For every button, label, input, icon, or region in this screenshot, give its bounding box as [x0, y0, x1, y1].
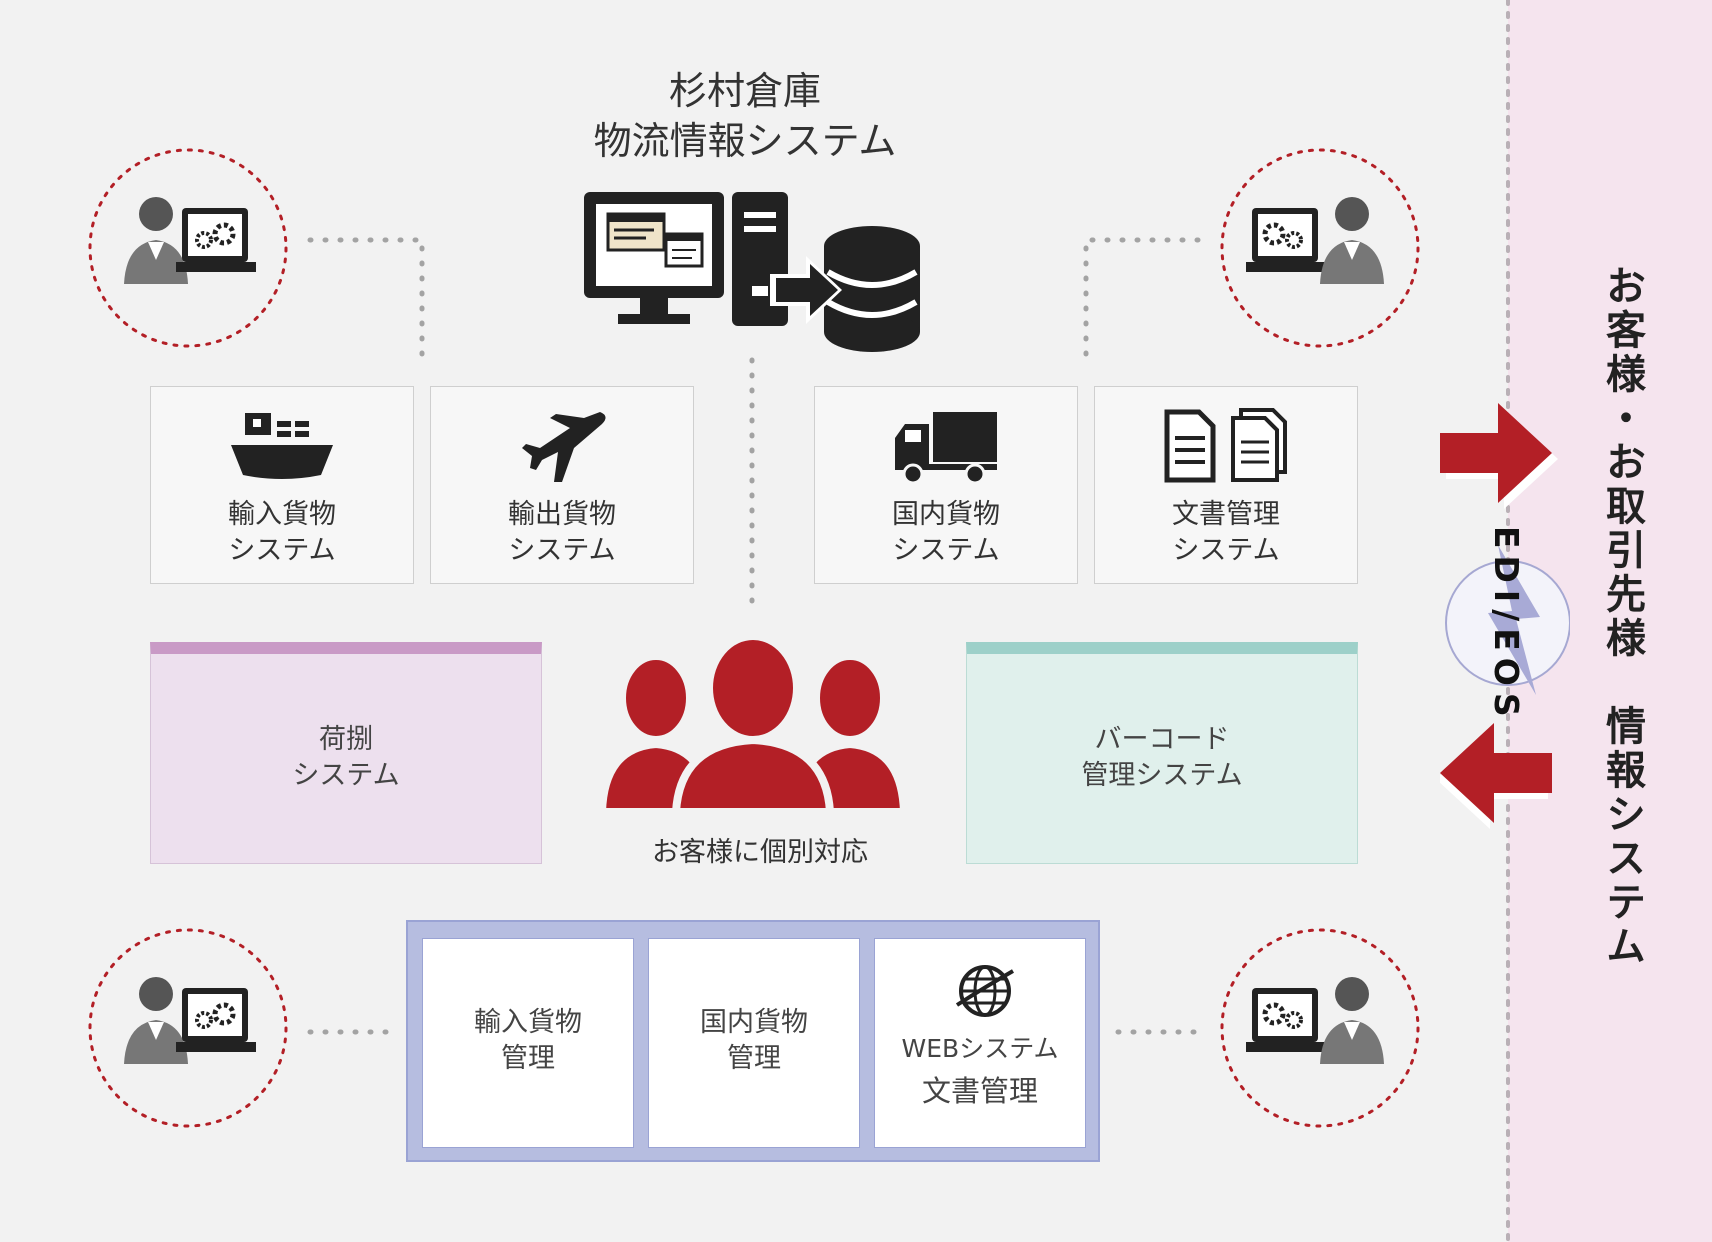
cargo-handling-label: 荷捌 システム [292, 724, 400, 791]
page-title: 杉村倉庫 物流情報システム [540, 66, 950, 166]
web-box-document-management: WEBシステム 文書管理 [874, 938, 1086, 1148]
system-box-export-cargo: 輸出貨物 システム [430, 386, 694, 584]
web-box-domestic-cargo: 国内貨物 管理 [648, 938, 860, 1148]
customer-group-icon [598, 636, 908, 816]
panel-divider [1506, 0, 1510, 1242]
barcode-management-label: バーコード 管理システム [1081, 724, 1243, 791]
cargo-handling-system-box: 荷捌 システム [150, 642, 542, 864]
edi-exchange-graphic [1440, 403, 1570, 829]
globe-icon [955, 965, 1014, 1017]
system-box-domestic-cargo: 国内貨物 システム [814, 386, 1078, 584]
system-label: 輸入貨物 システム [228, 499, 336, 566]
computer-server-database-icon [584, 192, 920, 352]
title-line-2: 物流情報システム [593, 119, 897, 163]
web-box-import-cargo: 輸入貨物 管理 [422, 938, 634, 1148]
system-box-import-cargo: 輸入貨物 システム [150, 386, 414, 584]
customer-web-services-frame: 輸入貨物 管理 国内貨物 管理 WEBシステム 文書管理 [406, 920, 1100, 1162]
web-box-label: 文書管理 [921, 1074, 1038, 1108]
truck-icon [891, 403, 1001, 489]
system-label: 輸出貨物 システム [508, 499, 616, 566]
edi-eos-label: EDI/EOS [1487, 526, 1526, 724]
system-box-document-management: 文書管理 システム [1094, 386, 1358, 584]
documents-icon [1161, 403, 1291, 489]
individual-support-caption: お客様に個別対応 [652, 837, 868, 868]
barcode-management-system-box: バーコード 管理システム [966, 642, 1358, 864]
operator-icon-top-left [88, 148, 288, 348]
title-line-1: 杉村倉庫 [668, 69, 821, 113]
lightning-icon [1488, 545, 1540, 695]
ship-icon [227, 403, 337, 489]
web-system-label: WEBシステム [901, 1034, 1059, 1063]
airplane-icon [514, 403, 610, 489]
system-label: 国内貨物 システム [892, 499, 1000, 566]
connector-lines [307, 237, 1201, 1035]
arrow-left-icon [1440, 723, 1552, 829]
web-box-label: 国内貨物 管理 [700, 1007, 808, 1074]
operator-icon-bottom-left [88, 928, 288, 1128]
operator-icon-bottom-right [1220, 928, 1420, 1128]
arrow-right-icon [1440, 403, 1558, 509]
partner-system-title: お客様・お取引先様 情報システム [1599, 265, 1645, 969]
web-box-label: 輸入貨物 管理 [474, 1007, 582, 1074]
operator-icon-top-right [1220, 148, 1420, 348]
system-label: 文書管理 システム [1172, 499, 1280, 566]
